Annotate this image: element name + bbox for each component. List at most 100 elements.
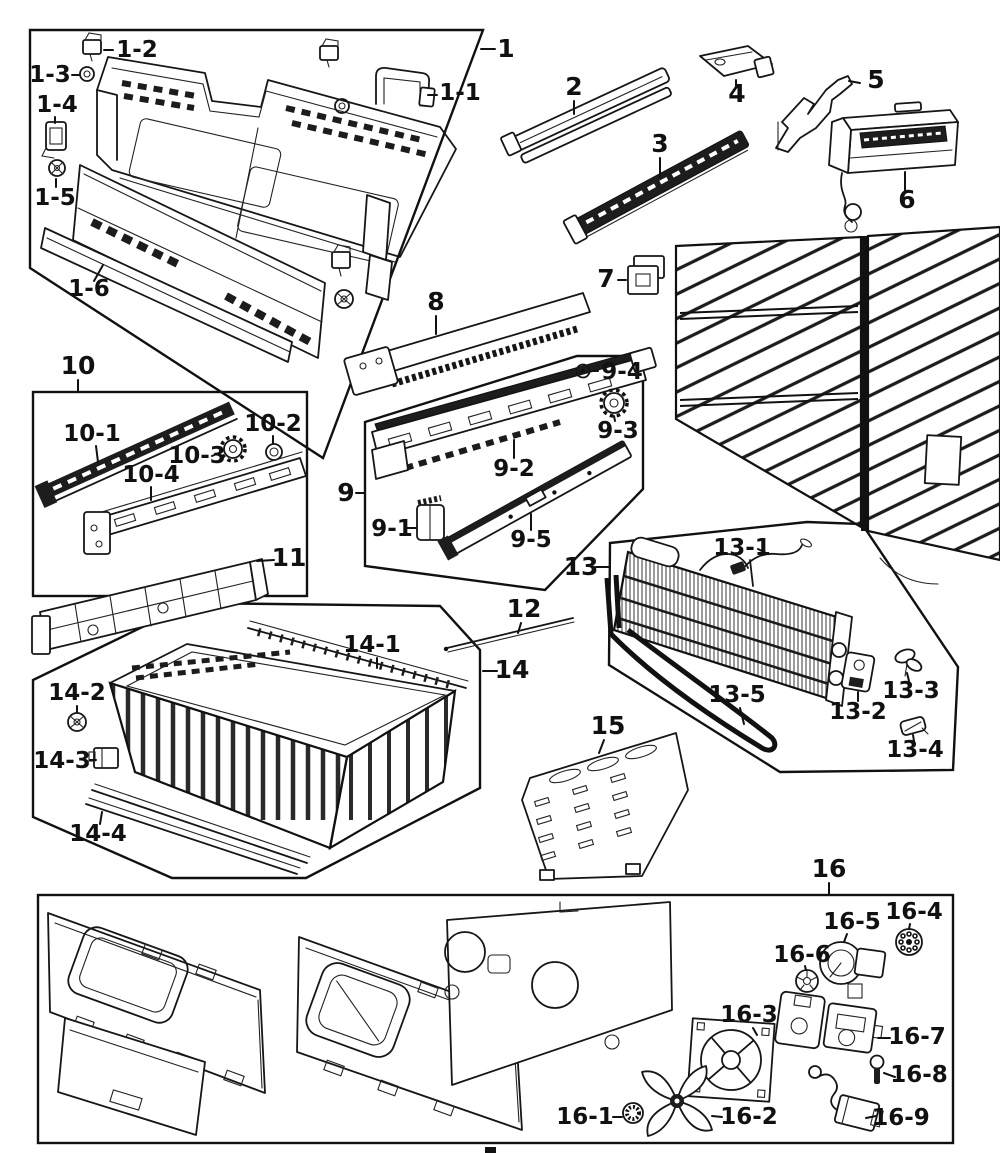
label-13-3: 13-3	[882, 678, 940, 704]
label-1-6: 1-6	[68, 276, 110, 302]
part-gear-10-3	[219, 435, 247, 463]
part-rack-rail-8	[343, 292, 591, 396]
label-7: 7	[597, 264, 614, 293]
part-evap-cover-rear	[296, 936, 523, 1131]
part-labels: 1 1-1 1-2 1-3 1-4 1-5 1-6 2 3 4 5 6 7 8 …	[29, 34, 948, 1131]
part-rail-10-1	[34, 401, 238, 509]
part-cap-1-3	[79, 66, 95, 82]
label-9-2: 9-2	[493, 456, 535, 482]
footer-partial-glyph	[485, 1147, 496, 1153]
part-wheel-1-5	[48, 159, 66, 177]
part-grommet-16-4	[895, 928, 923, 956]
label-10-1: 10-1	[63, 421, 121, 447]
label-10-3: 10-3	[168, 443, 226, 469]
part-basket-frame-14-1	[247, 620, 469, 690]
part-wheel-14-2	[67, 712, 87, 732]
label-10-4: 10-4	[122, 462, 180, 488]
group-13-boundary	[607, 520, 960, 774]
part-vent-bracket-11	[31, 558, 269, 655]
label-16-6: 16-6	[773, 942, 831, 968]
label-13-1: 13-1	[713, 535, 771, 561]
label-14-4: 14-4	[69, 821, 127, 847]
part-drawer-front-panel	[72, 164, 326, 359]
part-clip-front	[331, 244, 351, 277]
part-coupling-16-6	[795, 969, 819, 993]
part-cover-panel-15	[521, 732, 689, 881]
label-14-3: 14-3	[33, 748, 91, 774]
part-clip-14-3	[88, 747, 119, 769]
part-handle-1-1	[375, 67, 436, 108]
label-1-1: 1-1	[439, 80, 481, 106]
leader-lines	[54, 48, 915, 1119]
part-clip-13-4	[899, 716, 929, 736]
part-rod-12	[443, 617, 575, 653]
label-10-2: 10-2	[244, 411, 302, 437]
group-1-boundary	[28, 28, 485, 460]
label-9: 9	[337, 478, 354, 507]
part-evaporator-13	[612, 536, 853, 707]
label-1-2: 1-2	[116, 37, 158, 63]
part-slide-rail-9-5	[437, 440, 632, 561]
label-13-5: 13-5	[708, 682, 766, 708]
part-sensor-13-2	[840, 651, 876, 693]
label-6: 6	[898, 185, 915, 214]
label-2: 2	[565, 72, 582, 101]
cabinet-interior	[674, 225, 1000, 585]
label-1: 1	[497, 34, 514, 63]
label-16-5: 16-5	[823, 909, 881, 935]
part-bracket-5	[775, 75, 853, 153]
part-rail-2	[500, 67, 672, 164]
label-13-4: 13-4	[886, 737, 944, 763]
group-16-boundary	[36, 893, 955, 1145]
part-roller-10-2	[265, 443, 283, 461]
part-sensor-harness-16-9	[808, 1065, 884, 1132]
label-1-4: 1-4	[36, 92, 78, 118]
part-drawer-assembly-1	[96, 56, 457, 301]
label-9-1: 9-1	[371, 516, 413, 542]
part-motor-box-9-1	[416, 495, 445, 541]
label-13: 13	[564, 552, 599, 581]
part-clip-1-2	[82, 32, 102, 62]
part-clip-13-3	[894, 648, 923, 677]
label-11: 11	[272, 543, 307, 572]
label-8: 8	[427, 287, 444, 316]
part-tube-13-5	[604, 574, 778, 753]
part-grommet-16-1	[622, 1102, 644, 1124]
label-16-3: 16-3	[720, 1002, 778, 1028]
part-bracket-4	[699, 45, 775, 79]
label-12: 12	[507, 594, 542, 623]
label-15: 15	[591, 711, 626, 740]
part-harness-13-1	[730, 538, 812, 575]
part-screw-16-8	[869, 1054, 885, 1084]
label-16: 16	[812, 854, 847, 883]
part-clip-mid	[319, 38, 339, 68]
label-14-1: 14-1	[343, 632, 401, 658]
part-fan-motor-16-5	[819, 941, 887, 999]
part-rail-10-4	[83, 451, 307, 555]
part-fan-blade-16-2	[641, 1065, 713, 1137]
part-gear-9-3	[599, 388, 629, 418]
label-1-5: 1-5	[34, 185, 76, 211]
label-4: 4	[728, 79, 745, 108]
part-wheel-front	[334, 289, 354, 309]
label-14-2: 14-2	[48, 680, 106, 706]
label-16-4: 16-4	[885, 899, 943, 925]
part-trim-rails-14-4	[85, 783, 311, 875]
part-bracket-1-4	[41, 121, 67, 159]
label-3: 3	[651, 129, 668, 158]
label-16-1: 16-1	[556, 1104, 614, 1130]
label-10: 10	[61, 351, 96, 380]
label-16-7: 16-7	[888, 1024, 946, 1050]
part-motor-bracket-16-7	[774, 990, 884, 1054]
label-16-8: 16-8	[890, 1062, 948, 1088]
label-9-3: 9-3	[597, 418, 639, 444]
label-9-5: 9-5	[510, 527, 552, 553]
part-switch-7	[627, 255, 665, 295]
part-gasket-plate	[444, 901, 673, 1086]
label-9-4: 9-4	[601, 359, 643, 385]
part-rail-3	[562, 130, 749, 245]
label-1-3: 1-3	[29, 62, 71, 88]
part-evap-cover-front	[47, 912, 266, 1136]
